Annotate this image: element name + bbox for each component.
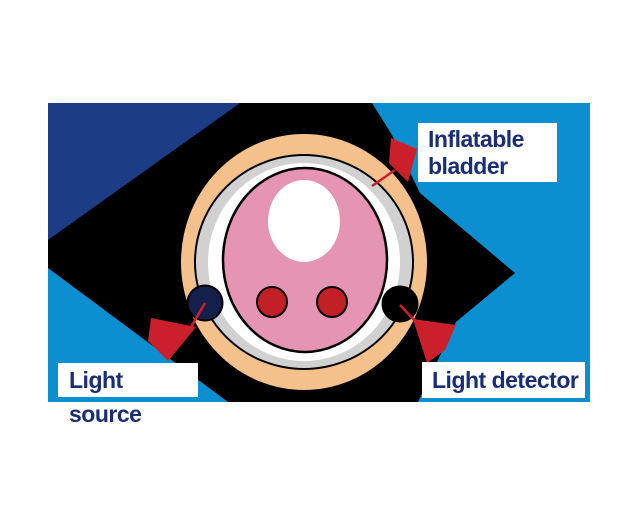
label-inflatable-bladder-line1: Inflatable xyxy=(428,126,524,152)
blood-vessel-right xyxy=(316,286,348,318)
inflatable-bladder-pointer-line xyxy=(371,168,396,188)
light-detector-pointer-line xyxy=(399,304,417,323)
blood-vessel-left xyxy=(256,286,288,318)
light-detector-pointer-flag xyxy=(413,319,456,363)
corner-wedge xyxy=(48,103,240,240)
light-source-pointer-line xyxy=(186,302,207,333)
bone xyxy=(268,180,340,262)
label-light-detector: Light detector xyxy=(422,362,585,398)
label-inflatable-bladder-line2: bladder xyxy=(428,153,508,179)
inflatable-bladder-pointer-flag xyxy=(389,138,417,182)
label-inflatable-bladder: Inflatable bladder xyxy=(418,123,557,182)
light-source-pointer-flag xyxy=(148,318,196,361)
label-light-source: Light source xyxy=(58,363,198,427)
